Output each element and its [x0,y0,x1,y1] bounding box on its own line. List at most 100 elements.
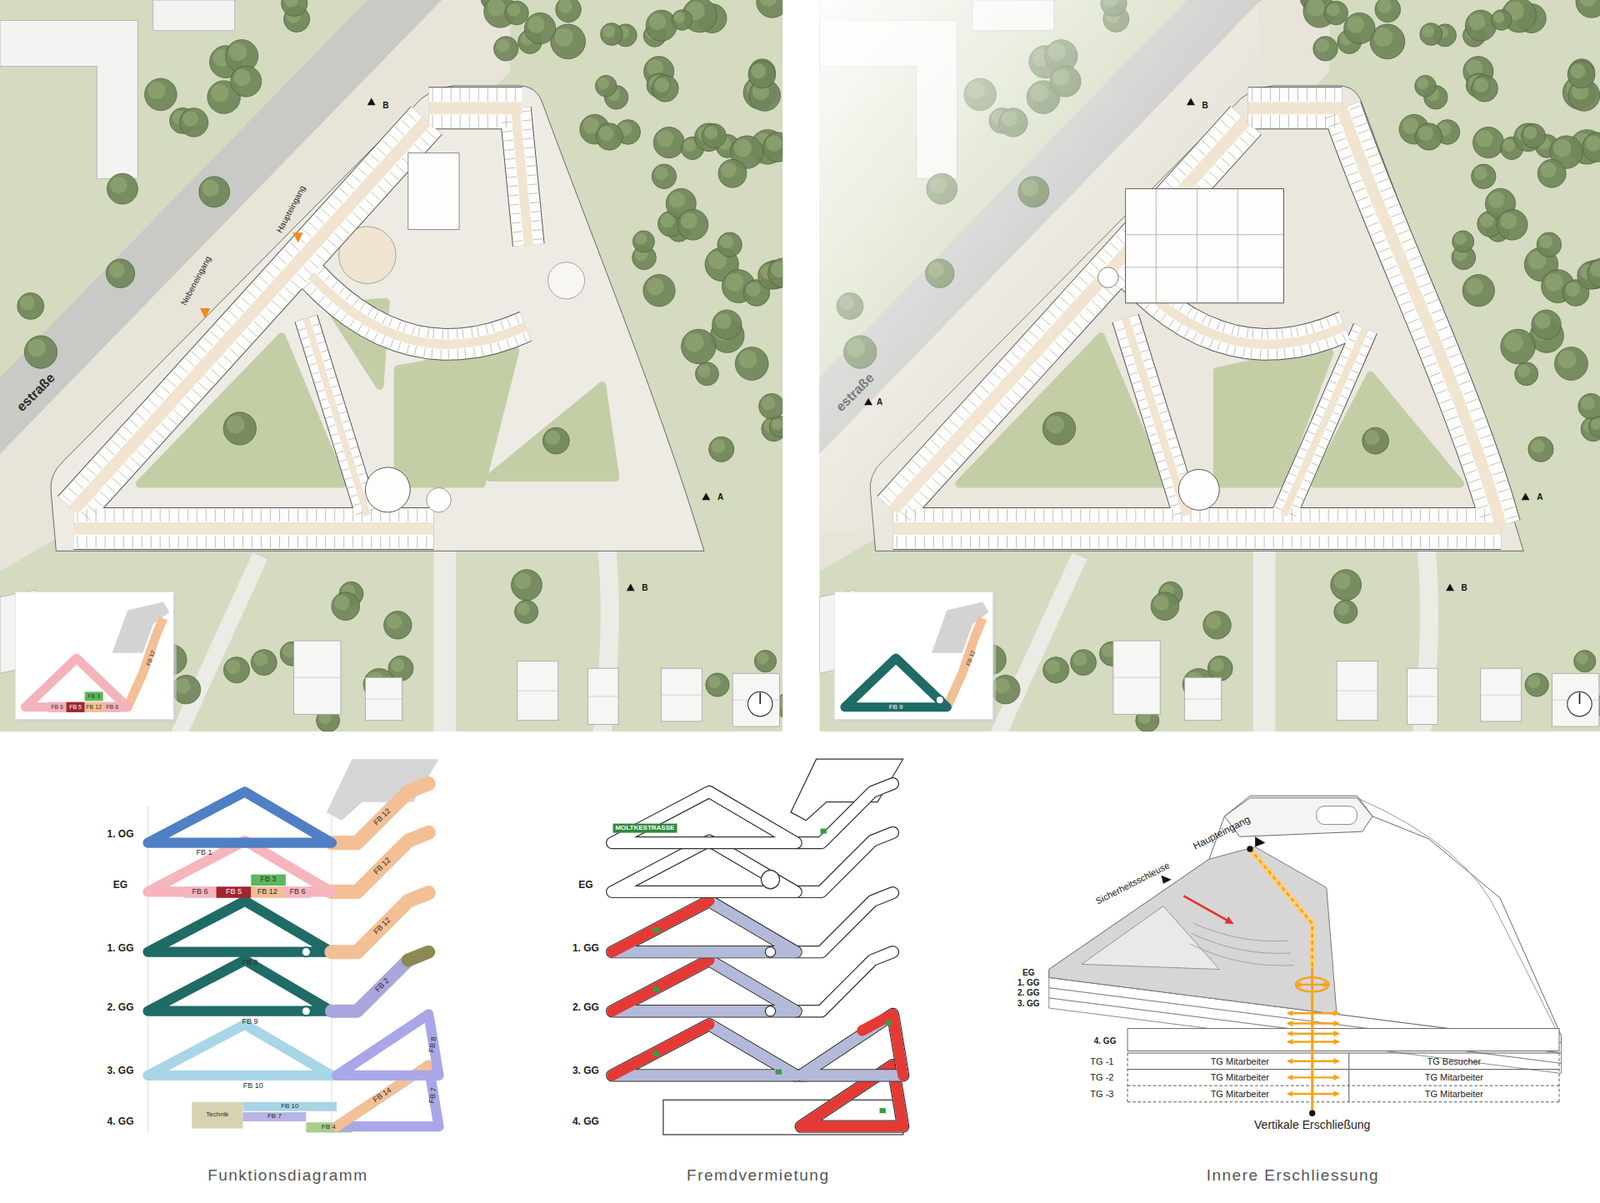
section-marker: A [876,397,883,407]
wing-outline [515,108,529,245]
function-area [250,886,284,898]
section-marker: A [1536,492,1543,502]
corridor [1248,101,1343,115]
courtyard [490,385,616,478]
garage-label: TG Besucher [1426,1055,1481,1066]
tree-highlight [1365,430,1380,445]
garage-line [1127,1053,1560,1070]
floor-label: 1. OG [106,829,134,840]
entrance-label: Haupteingang [274,182,309,236]
floor-access [1287,1022,1339,1025]
garage-label: TG Mitarbeiter [1425,1089,1484,1100]
garage-label: TG Mitarbeiter [1425,1072,1484,1083]
tree-highlight [1493,11,1505,23]
tree [1313,36,1338,61]
tree-highlight [738,350,757,370]
steps [1190,923,1295,966]
roof-ridge [1113,677,1160,679]
floor-label: EG [1022,967,1035,977]
function-label: Technik [205,1111,229,1120]
function-band [331,784,429,844]
tree-highlight [1580,395,1595,410]
garage-label: TG Mitarbeiter [1210,1089,1270,1100]
house [1407,668,1439,725]
tree [717,232,742,257]
function-label: FB 12 [372,916,393,937]
house [1551,673,1599,727]
house [294,640,341,715]
tree-highlight [201,180,219,197]
tree [17,293,45,320]
tree [645,10,677,41]
tree-highlight [646,277,665,295]
courtyard-outline [1081,906,1220,970]
house [660,668,702,722]
tree [695,362,719,386]
tree-highlight [1500,212,1517,230]
inset-label: FB 12 [145,650,157,667]
tree [651,164,676,189]
tree [525,12,556,44]
tree-highlight [1346,15,1365,34]
tree-highlight [182,110,199,127]
tree-highlight [1474,166,1488,180]
tree-highlight [683,139,696,152]
tree [735,347,769,381]
tree [384,611,412,640]
slab-4gg [1127,1029,1560,1052]
access-label: Sicherheitsschleuse [1094,860,1172,907]
plate-outline [612,791,796,843]
garage-label: TG Mitarbeiter [1210,1072,1270,1083]
function-label: FB 12 [372,856,393,877]
guide-line [148,806,332,1134]
tree-highlight [1154,595,1170,610]
rented-area [862,1014,904,1075]
tree [1567,60,1595,89]
tree [1575,0,1600,18]
round-room [426,487,451,512]
tree-highlight [228,43,247,62]
street-sign: MOLTKESTRASSE [612,824,677,834]
site-plan [819,0,1600,732]
tree [712,310,742,340]
tree [768,258,784,288]
tree-highlight [1045,660,1060,675]
tree [1536,232,1561,257]
exit-marker [885,1020,892,1026]
floor-plate [612,960,796,1012]
function-band [331,960,409,1012]
spacer [535,621,536,623]
floor-access [1287,1032,1339,1035]
footpath [178,555,260,732]
tree-highlight [386,614,402,630]
tree [1587,258,1600,288]
tree-highlight [597,77,610,90]
core [408,153,460,230]
floor-label: 1. GG [572,943,600,955]
tree-highlight [20,295,35,311]
inset-area [66,702,85,713]
tree [230,65,262,97]
tree-highlight [1465,277,1484,295]
function-label: FB 4 [321,1124,336,1132]
tree-highlight [175,678,191,695]
slab-top [1049,795,1562,1043]
office-area [612,960,796,1012]
tree-highlight [674,11,685,23]
garage-label: TG -2 [1090,1072,1114,1083]
upper-floor-void [1316,806,1358,825]
tree [595,75,616,97]
tree-highlight [734,139,753,158]
tree [756,0,783,18]
corridor [73,522,434,535]
tree-highlight [994,678,1010,695]
tree-highlight [1517,365,1530,378]
tree [1555,347,1589,381]
inset-area [48,702,67,713]
tree-highlight [1315,39,1330,53]
plate-outline [795,893,893,953]
tree [511,570,543,601]
tree [1521,124,1546,149]
tree-highlight [708,675,721,689]
exit-marker [820,829,826,835]
